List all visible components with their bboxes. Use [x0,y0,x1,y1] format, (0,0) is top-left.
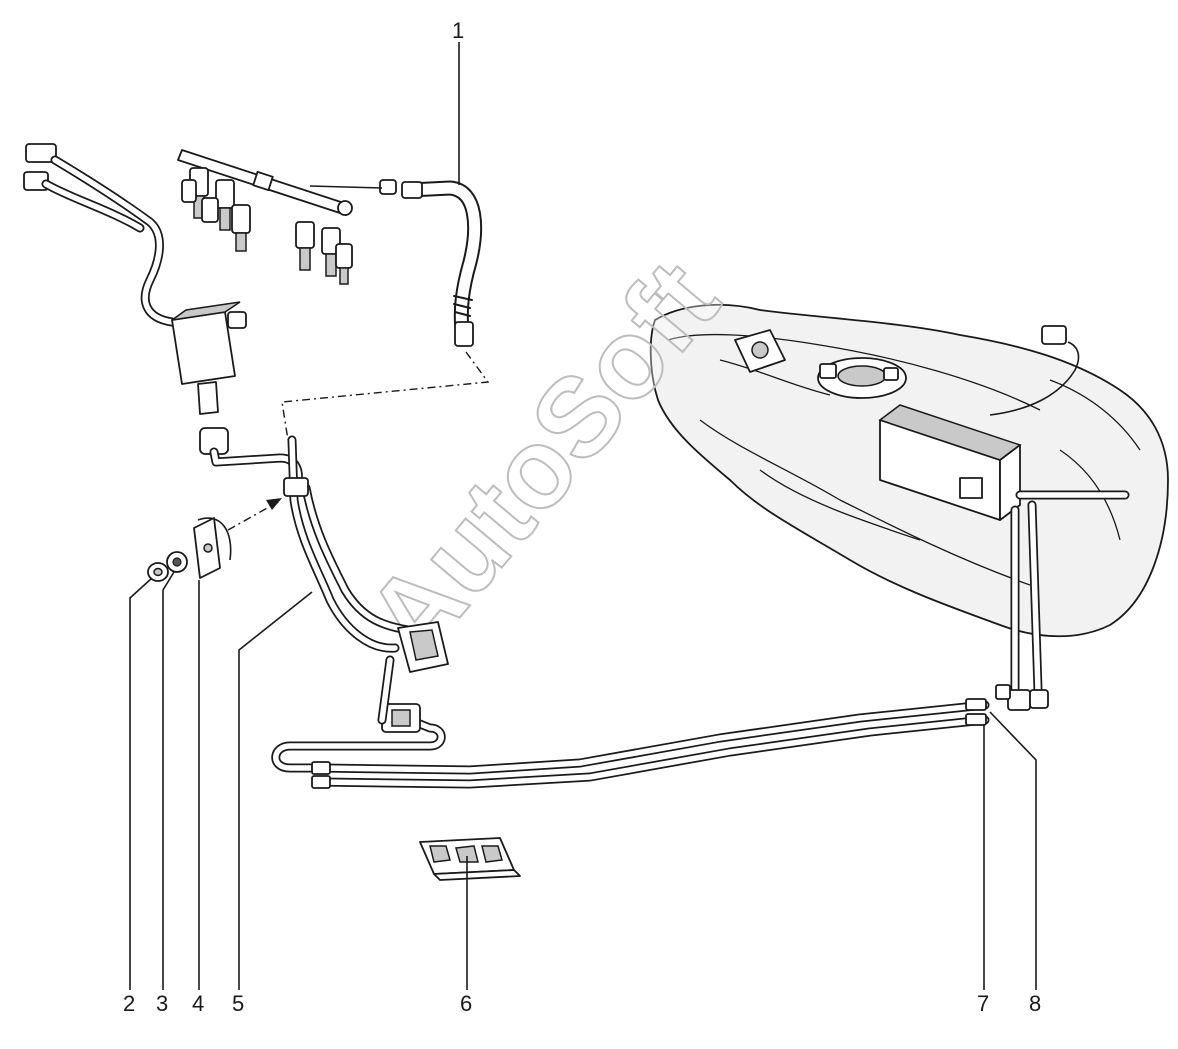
watermark: AutoSoft [343,238,743,680]
callout-6: 6 [460,991,472,1016]
pipe-clip [419,837,521,881]
callout-1: 1 [452,18,464,43]
callout-8: 8 [1029,991,1041,1016]
fuel-tank [649,303,1169,711]
callout-3: 3 [156,991,168,1016]
wiring-harness [23,143,247,415]
fuel-rail-injectors [177,149,397,285]
nut [147,562,169,582]
washer [166,551,188,573]
flex-hose [401,180,483,347]
callout-7: 7 [977,991,989,1016]
callout-4: 4 [192,991,204,1016]
callout-2: 2 [123,991,135,1016]
leader-lines [129,42,1037,990]
bracket [193,517,232,579]
callout-5: 5 [232,991,244,1016]
rigid-pipe-assembly [199,427,449,725]
connection-line [281,351,490,441]
arrow-head-icon [266,498,282,510]
